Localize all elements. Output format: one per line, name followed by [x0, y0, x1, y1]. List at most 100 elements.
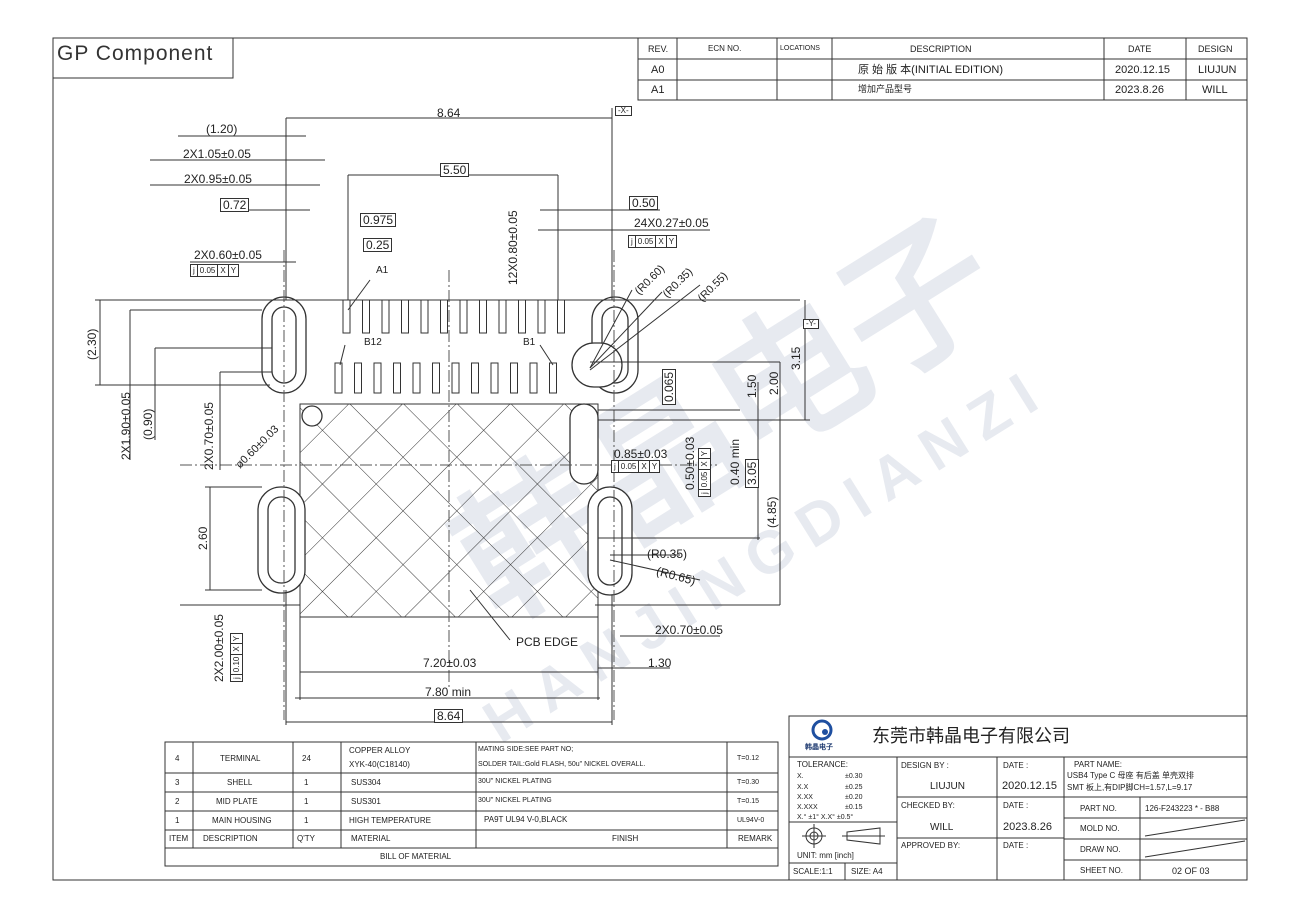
- dim-label: 2X0.70±0.05: [655, 623, 723, 637]
- tol-key: X.XXX: [797, 804, 818, 811]
- dim-label: 2X1.05±0.05: [183, 147, 251, 161]
- terminal-pin: [342, 299, 351, 334]
- bom-header: FINISH: [612, 834, 639, 843]
- pcb-edge-label: PCB EDGE: [516, 635, 579, 649]
- rev-a1-date: 2023.8.26: [1115, 84, 1164, 96]
- terminal-pin: [557, 299, 565, 334]
- dim-label: 7.80 min: [425, 685, 472, 699]
- bom-item: 1: [175, 816, 180, 825]
- dim-label: 12X0.80±0.05: [506, 210, 520, 285]
- date-label: DATE :: [1003, 801, 1029, 810]
- bom-item: 3: [175, 778, 180, 787]
- tol-val: ±0.25: [845, 784, 863, 791]
- terminal-pin: [381, 299, 390, 334]
- terminal-pin: [471, 362, 479, 394]
- dim-label: 0.065: [662, 368, 676, 405]
- description-header: DESCRIPTION: [910, 44, 972, 54]
- terminal-pin: [479, 299, 487, 334]
- dim-label: (R0.35): [647, 547, 688, 561]
- dim-label: (2.30): [85, 328, 99, 360]
- dim-label: 2X1.90±0.05: [119, 392, 133, 460]
- bom-header: MATERIAL: [351, 834, 391, 843]
- company-name: 东莞市韩晶电子有限公司: [872, 726, 1070, 746]
- bom-desc: SHELL: [227, 778, 253, 787]
- fcf-datum: X: [639, 461, 650, 472]
- dim-label: 1.30: [648, 656, 672, 670]
- bom-item: 2: [175, 797, 180, 806]
- terminal-pin: [362, 299, 370, 334]
- dim-label: (0.90): [141, 408, 155, 440]
- rev-a0-date: 2020.12.15: [1115, 64, 1171, 76]
- terminal-pin: [401, 299, 409, 334]
- dim-label: 2X2.00±0.05: [212, 614, 226, 682]
- terminal-pin: [334, 362, 343, 394]
- terminal-pin: [373, 362, 382, 394]
- part-name-label: PART NAME:: [1074, 760, 1123, 769]
- bom-header: DESCRIPTION: [203, 834, 258, 843]
- bom-material: SUS304: [351, 778, 381, 787]
- fcf-tol: 0.05: [699, 468, 710, 490]
- bom-finish: MATING SIDE:SEE PART NO;: [478, 746, 574, 753]
- ecn-header: ECN NO.: [708, 44, 742, 53]
- part-name: USB4 Type C 母座 有后盖 单壳双排: [1067, 771, 1194, 780]
- tol-key: X.X: [797, 784, 809, 791]
- terminal-pin: [537, 299, 546, 334]
- date-label: DATE :: [1003, 841, 1029, 850]
- terminal-pin: [412, 362, 421, 394]
- fcf-tol: 0.10: [231, 653, 242, 675]
- rev-a1: A1: [651, 84, 665, 96]
- bom-remark: T=0.15: [737, 798, 759, 805]
- bom-remark: T=0.30: [737, 779, 759, 786]
- dim-label: 2.00: [767, 371, 781, 395]
- fcf-datum: X: [656, 236, 667, 247]
- tolerance-label: TOLERANCE:: [797, 760, 848, 769]
- terminal-pin: [510, 362, 518, 394]
- bom-material: HIGH TEMPERATURE: [349, 816, 431, 825]
- fcf-symbol: j: [629, 236, 636, 247]
- dim-label: 24X0.27±0.05: [634, 216, 709, 230]
- company-logo-icon: [811, 719, 833, 741]
- part-no-label: PART NO.: [1080, 804, 1117, 813]
- fcf-datum: X: [699, 458, 710, 469]
- bom-qty: 24: [302, 754, 311, 763]
- terminal-pin: [549, 362, 557, 394]
- dim-label: 2.60: [196, 526, 210, 550]
- fcf-datum: Y: [230, 266, 237, 275]
- rev-a0-description: 原 始 版 本(INITIAL EDITION): [858, 64, 1004, 76]
- bom-finish: PA9T UL94 V-0,BLACK: [484, 815, 568, 824]
- design-date: 2020.12.15: [1002, 780, 1058, 792]
- tol-key: X.: [797, 773, 804, 780]
- dim-label: 0.25: [363, 238, 393, 252]
- bom-finish: 30U" NICKEL PLATING: [478, 778, 552, 785]
- fcf-datum: Y: [232, 635, 241, 642]
- bom-remark: T=0.12: [737, 755, 759, 762]
- design-by: LIUJUN: [930, 781, 966, 792]
- rev-a1-description: 增加产品型号: [858, 84, 913, 94]
- dim-label: (1.20): [206, 122, 238, 136]
- pin-label-b12: B12: [364, 337, 382, 348]
- rev-header: REV.: [648, 44, 669, 54]
- checked-date: 2023.8.26: [1003, 821, 1052, 833]
- terminal-pin: [529, 362, 538, 394]
- date-header: DATE: [1128, 44, 1152, 54]
- part-name: SMT 板上,有DIP脚CH=1.57,L=9.17: [1067, 783, 1193, 792]
- terminal-pin: [518, 299, 526, 334]
- terminal-pin: [354, 362, 362, 394]
- fcf-datum: Y: [700, 450, 709, 457]
- dim-label: 0.40 min: [728, 438, 742, 485]
- fcf-symbol: j: [231, 674, 242, 681]
- terminal-pin: [393, 362, 401, 394]
- bom-material: SUS301: [351, 797, 381, 806]
- bom-desc: MID PLATE: [216, 797, 258, 806]
- dim-label: 3.05: [745, 458, 759, 488]
- bom-header: REMARK: [738, 834, 773, 843]
- design-by-label: DESIGN BY :: [901, 761, 949, 770]
- bom-finish: 30U" NICKEL PLATING: [478, 797, 552, 804]
- dim-label: 0.85±0.03: [614, 447, 668, 461]
- datum-y: -Y-: [803, 319, 819, 329]
- terminal-pin: [440, 299, 448, 334]
